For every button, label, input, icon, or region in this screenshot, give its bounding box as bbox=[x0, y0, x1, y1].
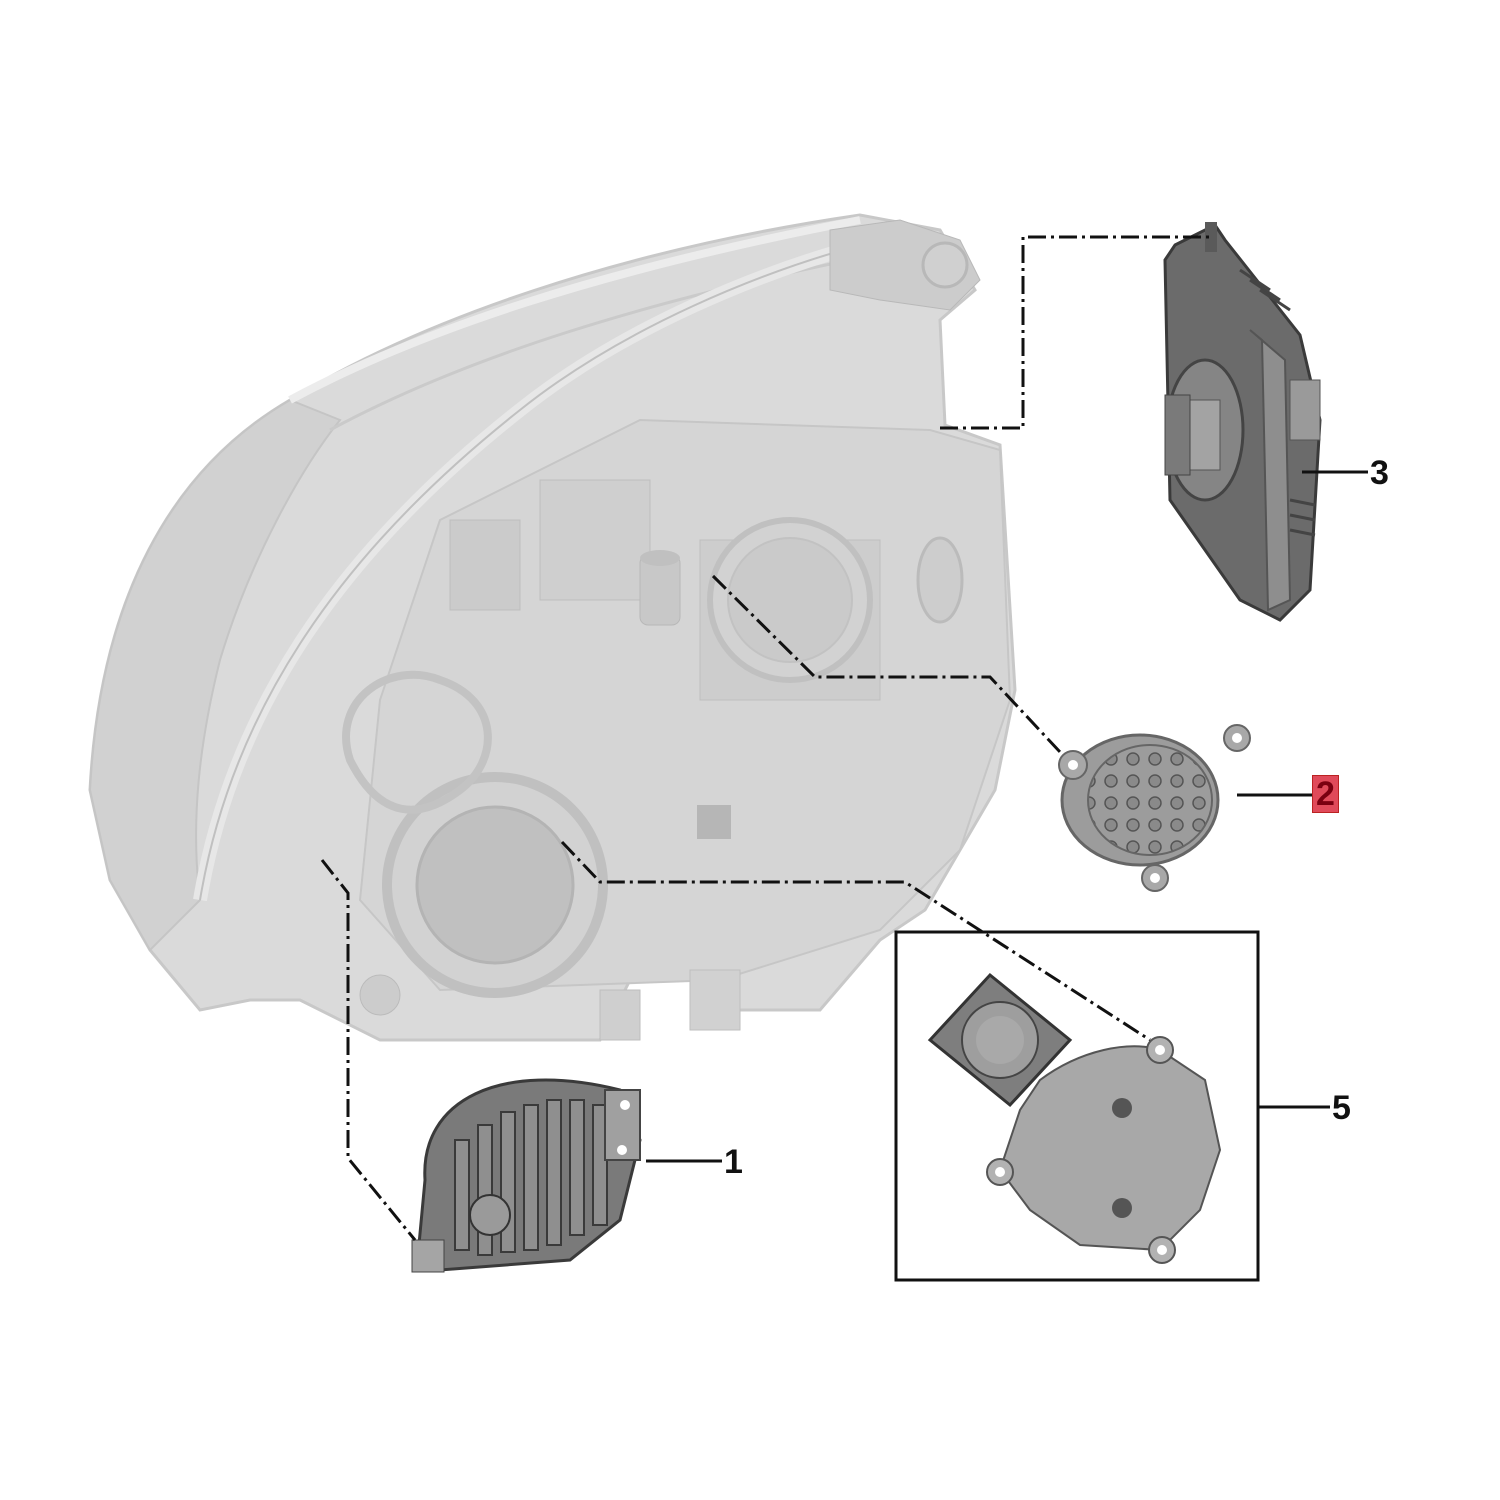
leader-line-3 bbox=[940, 235, 1210, 430]
callout-ticks bbox=[646, 470, 1368, 1163]
leader-lines bbox=[320, 235, 1210, 1241]
part-5-kit-box[interactable] bbox=[894, 930, 1260, 1282]
callout-number-3: 3 bbox=[1370, 454, 1389, 492]
leader-line-2 bbox=[711, 574, 1062, 754]
part-1-heatsink[interactable] bbox=[411, 1078, 642, 1273]
callout-number-1: 1 bbox=[724, 1143, 743, 1181]
part-2-led-plate[interactable] bbox=[1058, 724, 1251, 892]
callout-number-2-highlighted: 2 bbox=[1312, 775, 1339, 813]
fan-icon bbox=[927, 972, 1073, 1108]
part-3-control-unit[interactable] bbox=[1163, 222, 1322, 622]
leader-line-5 bbox=[560, 840, 1151, 1042]
callout-number-5: 5 bbox=[1332, 1089, 1351, 1127]
headlight-housing bbox=[88, 213, 1017, 1042]
